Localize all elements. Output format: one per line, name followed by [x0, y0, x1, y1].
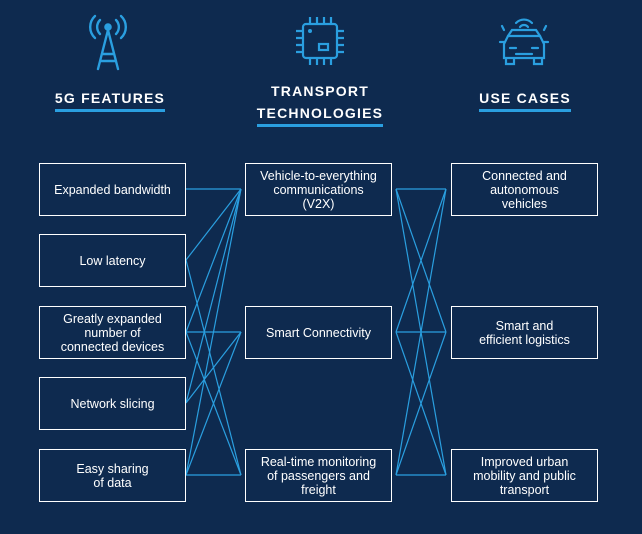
feature-expanded-bandwidth: Expanded bandwidth [39, 163, 186, 216]
link-feature-1-to-technology-0 [185, 188, 242, 261]
link-technology-2-to-use-case-1 [395, 331, 447, 476]
link-technology-2-to-use-case-0 [395, 188, 447, 476]
link-technology-1-to-use-case-0 [395, 188, 447, 333]
connected-car-icon [498, 18, 550, 66]
link-feature-3-to-technology-0 [185, 188, 242, 404]
use-case-smart-logistics: Smart and efficient logistics [451, 306, 598, 359]
technology-smart-connectivity: Smart Connectivity [245, 306, 392, 359]
antenna-tower-icon [89, 14, 127, 71]
technology-v2x: Vehicle-to-everything communications (V2… [245, 163, 392, 216]
link-feature-4-to-technology-1 [185, 331, 242, 476]
feature-easy-sharing: Easy sharing of data [39, 449, 186, 502]
feature-network-slicing: Network slicing [39, 377, 186, 430]
microchip-icon [296, 17, 344, 65]
technology-real-time-monitoring: Real-time monitoring of passengers and f… [245, 449, 392, 502]
heading-use-cases: USE CASES [452, 89, 598, 112]
feature-connected-devices: Greatly expanded number of connected dev… [39, 306, 186, 359]
heading-5g-features: 5G FEATURES [40, 89, 180, 112]
link-feature-2-to-technology-0 [185, 188, 242, 333]
use-case-connected-vehicles: Connected and autonomous vehicles [451, 163, 598, 216]
link-feature-4-to-technology-0 [185, 188, 242, 476]
feature-low-latency: Low latency [39, 234, 186, 287]
heading-transport-technologies: TRANSPORT TECHNOLOGIES [240, 82, 400, 127]
use-case-urban-mobility: Improved urban mobility and public trans… [451, 449, 598, 502]
link-feature-3-to-technology-1 [185, 331, 242, 404]
